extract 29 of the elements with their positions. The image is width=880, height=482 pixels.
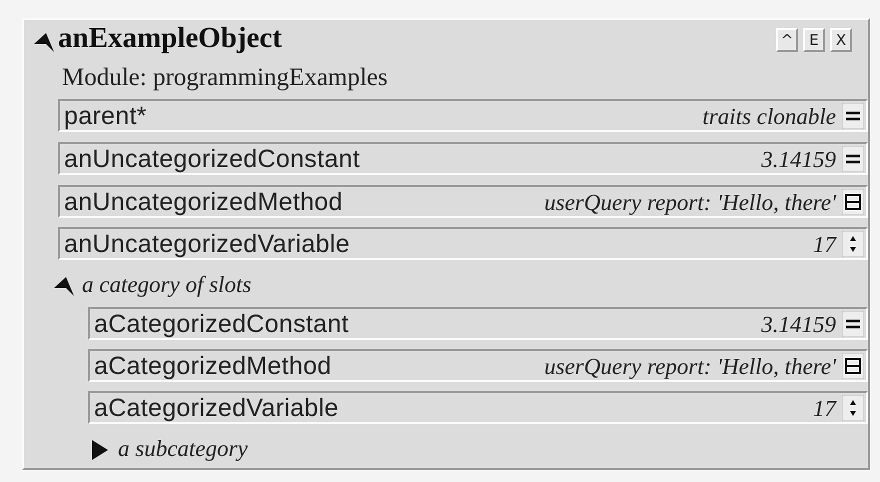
slot-name: anUncategorizedConstant bbox=[64, 145, 360, 174]
category-label: a subcategory bbox=[118, 436, 248, 462]
slot-row bbox=[58, 185, 868, 218]
window-button: ^ bbox=[776, 28, 798, 52]
module-label: Module: programmingExamples bbox=[62, 64, 388, 92]
slot-row bbox=[88, 391, 868, 424]
category-label: a category of slots bbox=[82, 272, 252, 298]
slot-value: 3.14159 bbox=[761, 147, 836, 173]
slot-name: aCategorizedVariable bbox=[94, 394, 339, 423]
slot-value: 3.14159 bbox=[761, 312, 836, 338]
slot-name: anUncategorizedVariable bbox=[64, 230, 350, 259]
slot-row bbox=[88, 349, 868, 382]
slot-value: 17 bbox=[813, 396, 836, 422]
slot-value: 17 bbox=[813, 232, 836, 258]
object-title: anExampleObject bbox=[58, 22, 282, 55]
slot-name: anUncategorizedMethod bbox=[64, 188, 343, 217]
window-button: E bbox=[803, 28, 825, 52]
outliner-window bbox=[22, 18, 870, 470]
slot-value: traits clonable bbox=[702, 104, 836, 130]
slot-value: userQuery report: 'Hello, there' bbox=[544, 354, 836, 380]
slot-name: parent* bbox=[64, 102, 147, 131]
slot-row bbox=[58, 227, 868, 260]
slot-row bbox=[58, 142, 868, 175]
slot-row bbox=[58, 99, 868, 132]
slot-name: aCategorizedConstant bbox=[94, 310, 349, 339]
window-button: X bbox=[830, 28, 852, 52]
slot-value: userQuery report: 'Hello, there' bbox=[544, 190, 836, 216]
slot-row bbox=[88, 307, 868, 340]
slot-name: aCategorizedMethod bbox=[94, 352, 332, 381]
